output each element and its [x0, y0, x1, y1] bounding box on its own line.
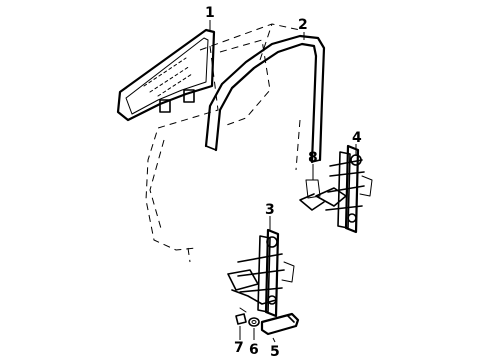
callout-4: 4 [352, 130, 362, 146]
window-crank-handle [260, 312, 300, 336]
glass-run-channel [204, 34, 326, 164]
callout-2: 2 [298, 17, 308, 33]
lower-regulator-assembly [227, 228, 295, 318]
callout-8: 8 [308, 150, 318, 166]
door-outline [145, 23, 301, 263]
callout-1: 1 [205, 5, 215, 21]
callout-7: 7 [234, 340, 244, 356]
leader-lines [209, 20, 357, 343]
handle-spacer [248, 317, 260, 327]
callout-6: 6 [249, 342, 259, 358]
callout-3: 3 [265, 202, 275, 218]
callout-5: 5 [270, 344, 280, 360]
retaining-clip [235, 307, 247, 325]
upper-regulator-assembly [299, 144, 373, 234]
door-glass [116, 28, 216, 122]
